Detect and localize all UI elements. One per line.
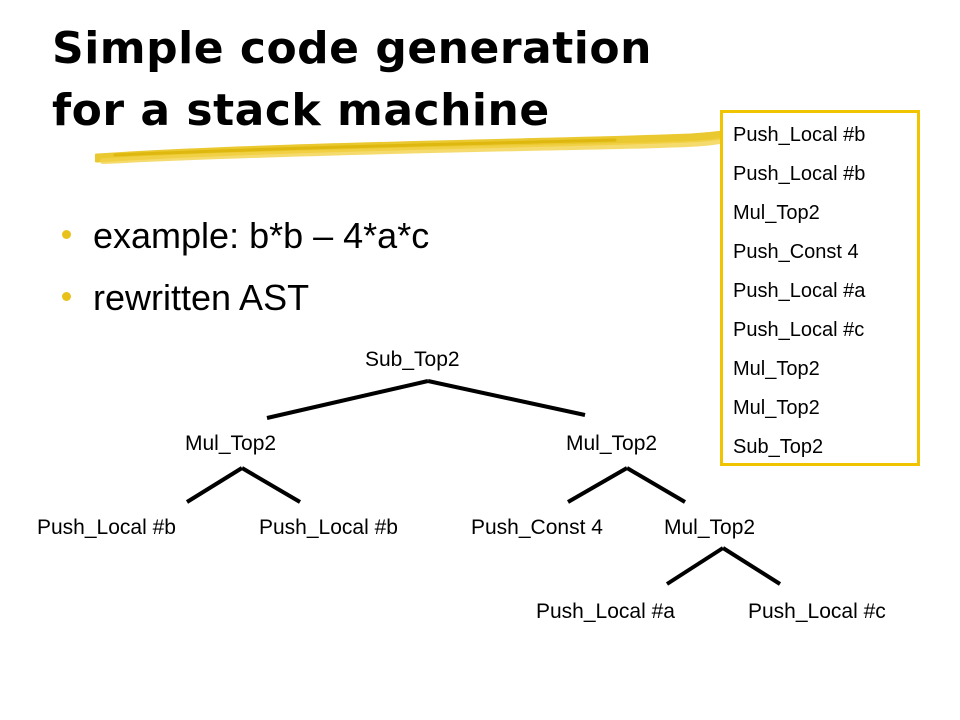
edge-inner-c <box>721 546 782 586</box>
title-line-2: for a stack machine <box>52 85 550 136</box>
ast-node-mul-inner: Mul_Top2 <box>664 516 756 539</box>
title-underline-stroke <box>95 129 735 164</box>
code-line: Mul_Top2 <box>733 202 820 224</box>
ast-node-push-b-1: Push_Local #b <box>37 516 176 539</box>
ast-node-sub-root: Sub_Top2 <box>365 348 460 371</box>
edge-leftmul-b2 <box>240 466 302 504</box>
edge-leftmul-b1 <box>185 466 244 504</box>
ast-node-push-b-2: Push_Local #b <box>259 516 398 539</box>
code-line: Push_Local #b <box>733 163 866 185</box>
edge-rightmul-const <box>567 466 628 504</box>
code-line: Push_Local #b <box>733 124 866 146</box>
title-line-1: Simple code generation <box>52 23 652 74</box>
edge-root-right <box>427 379 586 417</box>
ast-node-push-c: Push_Local #c <box>748 600 886 623</box>
bullet-item: example: b*b – 4*a*c <box>62 205 429 267</box>
bullet-list: example: b*b – 4*a*c rewritten AST <box>62 205 429 329</box>
ast-node-push-const: Push_Const 4 <box>471 516 603 539</box>
bullet-item: rewritten AST <box>62 267 429 329</box>
code-line: Mul_Top2 <box>733 397 820 419</box>
bullet-dot-icon <box>62 229 71 239</box>
edge-root-left <box>266 379 429 420</box>
ast-node-mul-right: Mul_Top2 <box>566 432 658 455</box>
ast-node-mul-left: Mul_Top2 <box>185 432 277 455</box>
ast-node-push-a: Push_Local #a <box>536 600 675 623</box>
code-line: Sub_Top2 <box>733 436 824 458</box>
slide-title: Simple code generation for a stack machi… <box>52 18 772 142</box>
code-line: Mul_Top2 <box>733 358 820 380</box>
edge-rightmul-inner <box>625 466 687 504</box>
bullet-text: rewritten AST <box>93 277 310 318</box>
code-line: Push_Const 4 <box>733 241 859 263</box>
code-listing-box: Push_Local #b Push_Local #b Mul_Top2 Pus… <box>720 110 920 466</box>
edge-inner-a <box>665 546 725 586</box>
code-line: Push_Local #c <box>733 319 865 341</box>
bullet-dot-icon <box>62 291 71 301</box>
bullet-text: example: b*b – 4*a*c <box>93 215 430 256</box>
code-line: Push_Local #a <box>733 280 866 302</box>
